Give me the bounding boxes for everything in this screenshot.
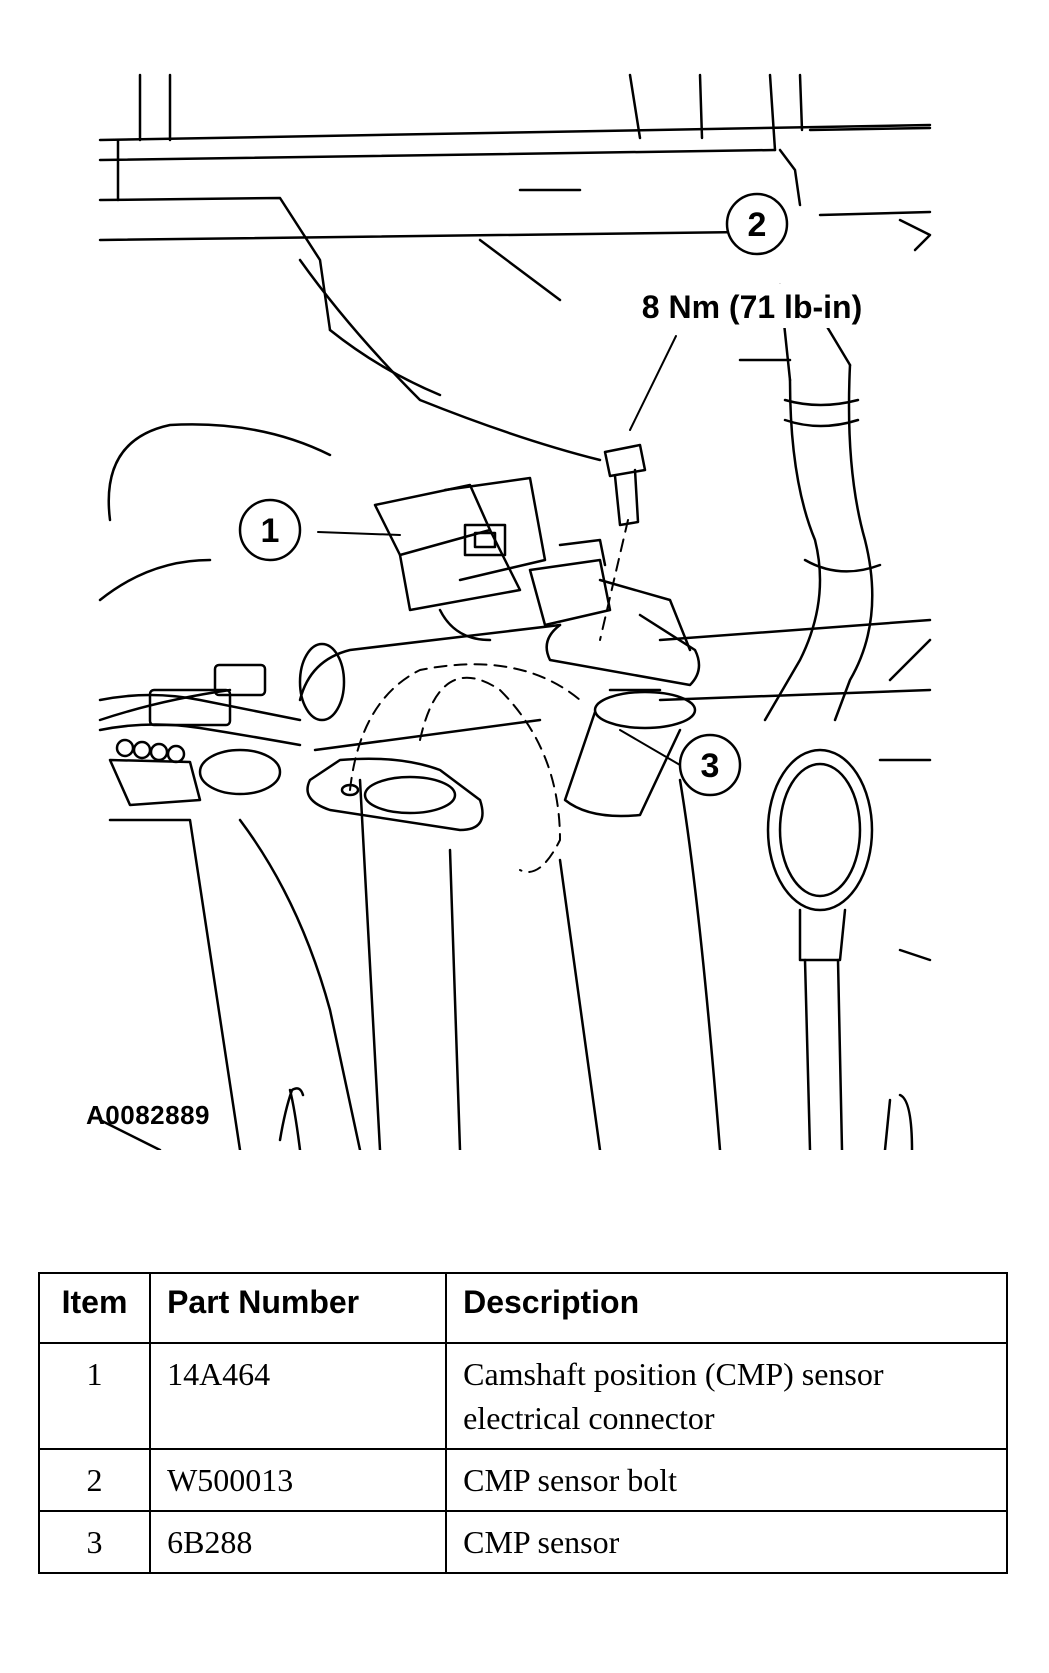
left-wire-harness bbox=[98, 663, 302, 807]
cell-description: CMP sensor bbox=[445, 1510, 1008, 1574]
figure-id: A0082889 bbox=[86, 1100, 210, 1130]
table-row: 2 W500013 CMP sensor bolt bbox=[37, 1448, 1008, 1512]
sensor-bracket bbox=[298, 623, 562, 832]
header-part-number: Part Number bbox=[149, 1272, 448, 1344]
cell-description: Camshaft position (CMP) sensor electrica… bbox=[445, 1342, 1008, 1450]
dashed-install-path bbox=[349, 519, 629, 873]
callout-3: 3 bbox=[678, 733, 742, 797]
table-row: 3 6B288 CMP sensor bbox=[37, 1510, 1008, 1574]
callout-1-label: 1 bbox=[261, 512, 280, 550]
cmp-sensor-illustration: 1 2 3 8 Nm (71 lb-in) bbox=[98, 73, 932, 1150]
cell-item: 2 bbox=[37, 1448, 152, 1512]
callout-2-label: 2 bbox=[748, 206, 767, 244]
callout-3-label: 3 bbox=[701, 747, 720, 785]
cell-item: 1 bbox=[37, 1342, 152, 1450]
cell-item: 3 bbox=[37, 1510, 152, 1574]
cell-description: CMP sensor bolt bbox=[445, 1448, 1008, 1512]
dipstick-handle bbox=[766, 748, 874, 1150]
upper-frame bbox=[98, 73, 932, 462]
cell-part-number: W500013 bbox=[149, 1448, 448, 1512]
cmp-sensor bbox=[545, 578, 701, 818]
callout-1: 1 bbox=[238, 498, 302, 562]
parts-table: Item Part Number Description 1 14A464 Ca… bbox=[37, 1272, 1008, 1574]
callout-2: 2 bbox=[725, 192, 789, 256]
cell-part-number: 6B288 bbox=[149, 1510, 448, 1574]
cmp-sensor-electrical-connector bbox=[373, 476, 612, 642]
table-row: 1 14A464 Camshaft position (CMP) sensor … bbox=[37, 1342, 1008, 1450]
engine-block bbox=[98, 423, 932, 1150]
header-description: Description bbox=[445, 1272, 1008, 1344]
torque-spec: 8 Nm (71 lb-in) bbox=[642, 289, 862, 325]
cell-part-number: 14A464 bbox=[149, 1342, 448, 1450]
table-header-row: Item Part Number Description bbox=[37, 1272, 1008, 1344]
leader-lines bbox=[317, 335, 681, 766]
header-item: Item bbox=[37, 1272, 152, 1344]
cmp-sensor-bolt bbox=[603, 443, 647, 527]
coolant-hose bbox=[738, 283, 882, 722]
